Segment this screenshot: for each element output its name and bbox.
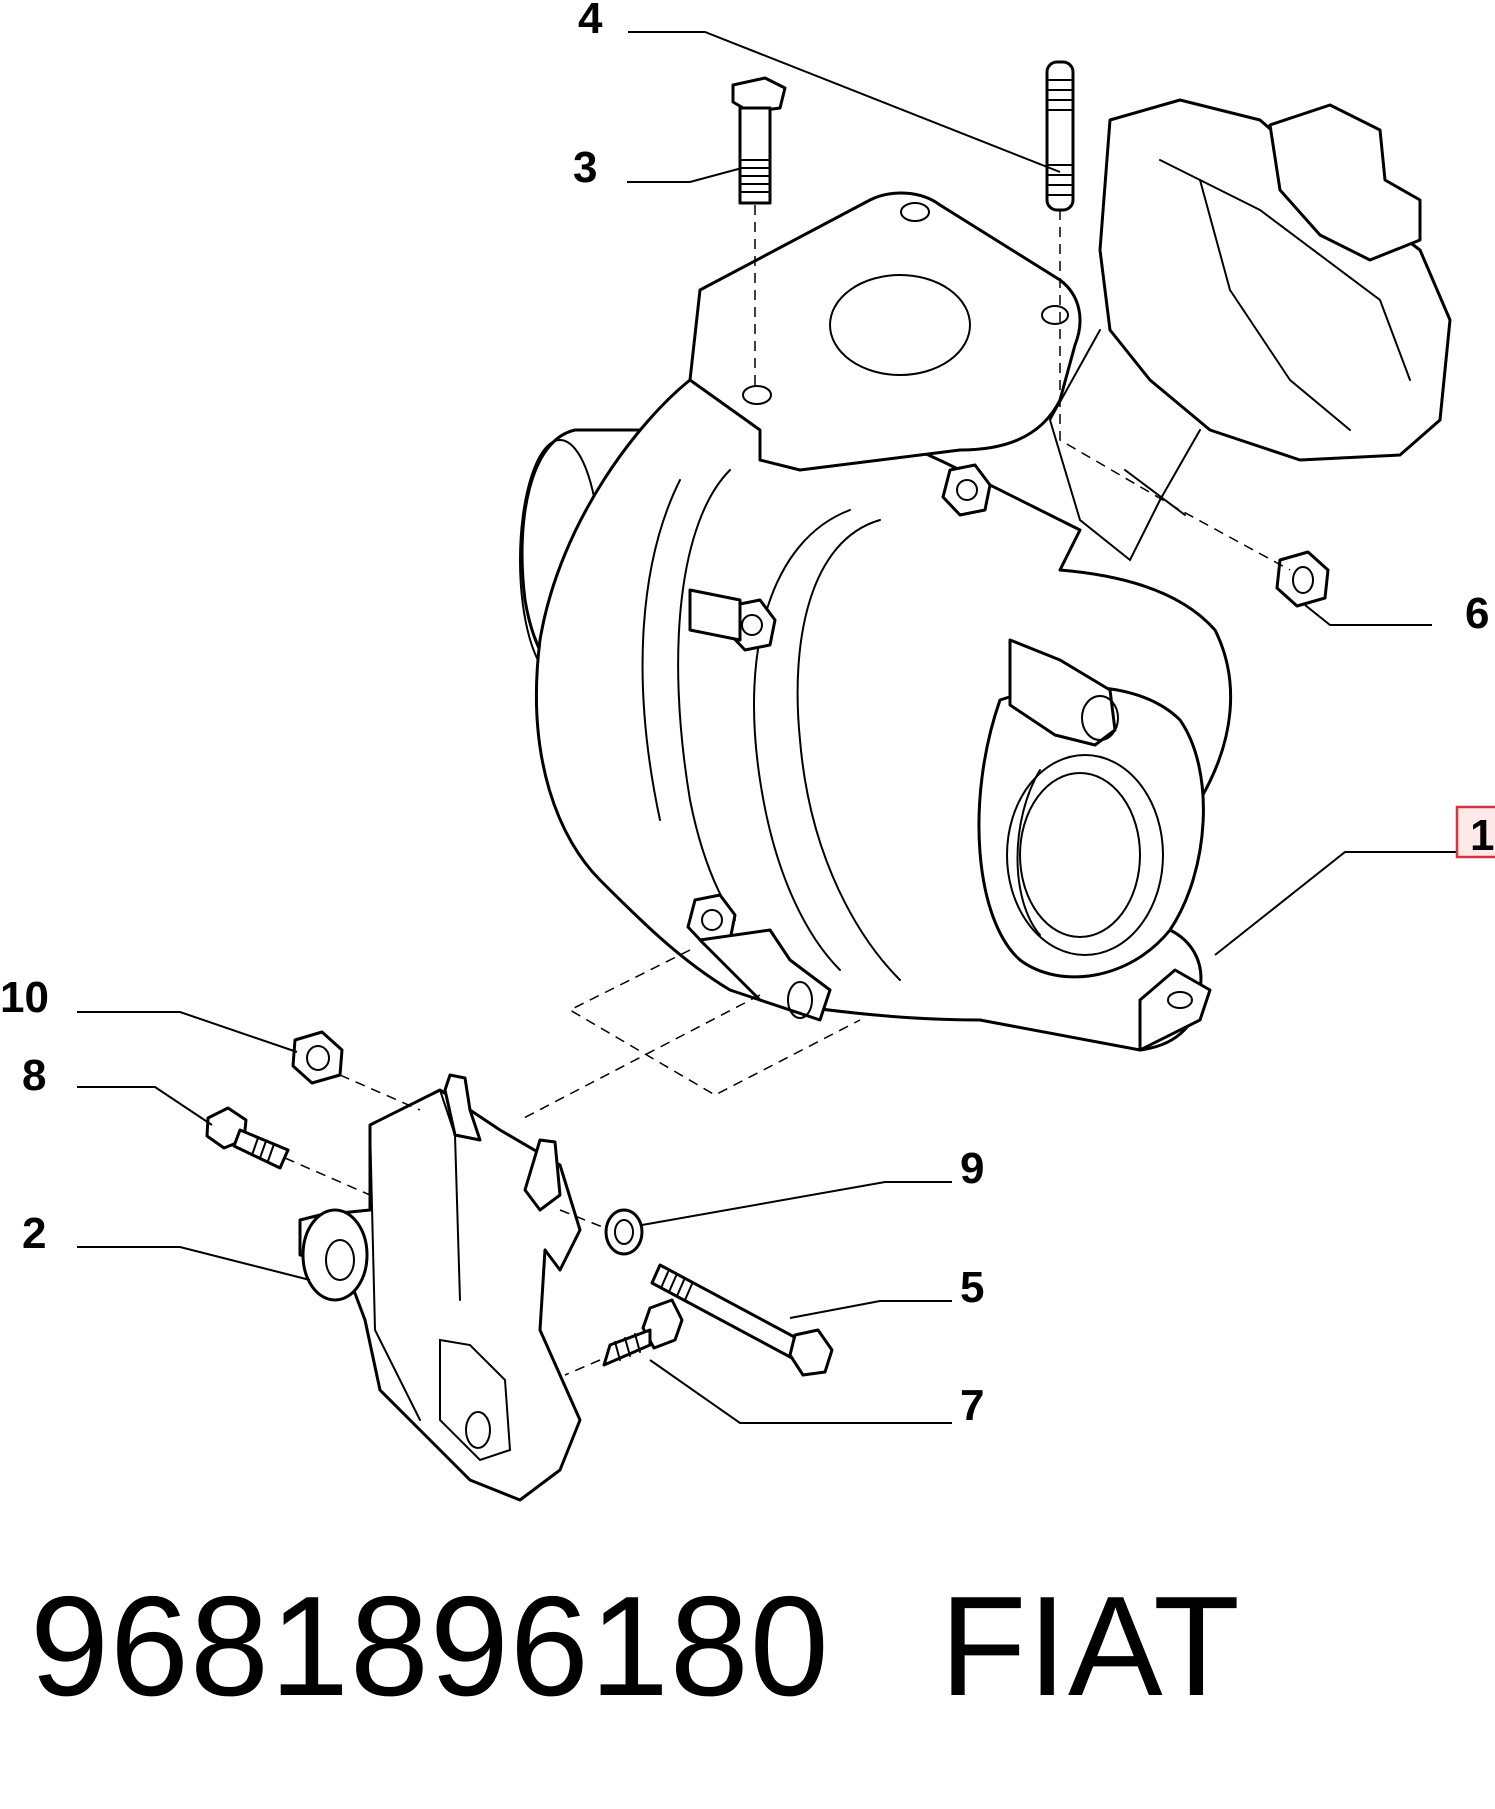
callout-7[interactable]: 7 (960, 1381, 984, 1430)
washer-part-9 (604, 1208, 644, 1256)
nut-part-6 (1275, 550, 1330, 608)
callout-1-highlight (1455, 805, 1495, 859)
part-number: 9681896180 (30, 1567, 830, 1726)
callout-6[interactable]: 6 (1465, 589, 1489, 638)
stud-part-4 (1045, 60, 1075, 212)
turbocharger-drawing (519, 98, 1452, 1052)
brand-name: FIAT (939, 1567, 1241, 1726)
part-caption: 9681896180 FIAT (30, 1565, 1351, 1729)
callout-2[interactable]: 2 (22, 1209, 46, 1258)
bolt-part-3 (731, 76, 787, 205)
bolt-part-5 (650, 1263, 834, 1377)
callout-3[interactable]: 3 (573, 143, 597, 192)
callout-10[interactable]: 10 (0, 973, 49, 1022)
nut-part-10 (291, 1030, 344, 1085)
bolt-part-8 (205, 1106, 290, 1170)
callout-1[interactable]: 1 (1470, 811, 1494, 860)
callout-4[interactable]: 4 (578, 0, 603, 43)
callout-5[interactable]: 5 (960, 1263, 984, 1312)
callout-9[interactable]: 9 (960, 1144, 984, 1193)
callout-8[interactable]: 8 (22, 1051, 46, 1100)
bracket-part-2 (298, 1073, 582, 1502)
assembly-guide-lines (284, 205, 1291, 1376)
bolt-part-7 (602, 1298, 684, 1367)
leader-lines (77, 31, 1457, 1424)
callout-labels: 1 2 3 4 5 6 7 8 9 10 (0, 0, 1495, 1430)
